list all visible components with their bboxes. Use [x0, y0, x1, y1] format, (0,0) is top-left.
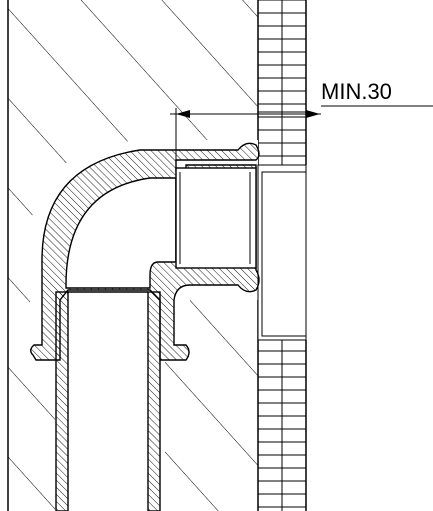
- dimension-min30: [170, 105, 433, 165]
- dimension-label: MIN.30: [321, 79, 392, 104]
- wall-brick-facing: [257, 0, 307, 511]
- elbow-fitting: [30, 142, 260, 361]
- vertical-pipe: [55, 291, 161, 511]
